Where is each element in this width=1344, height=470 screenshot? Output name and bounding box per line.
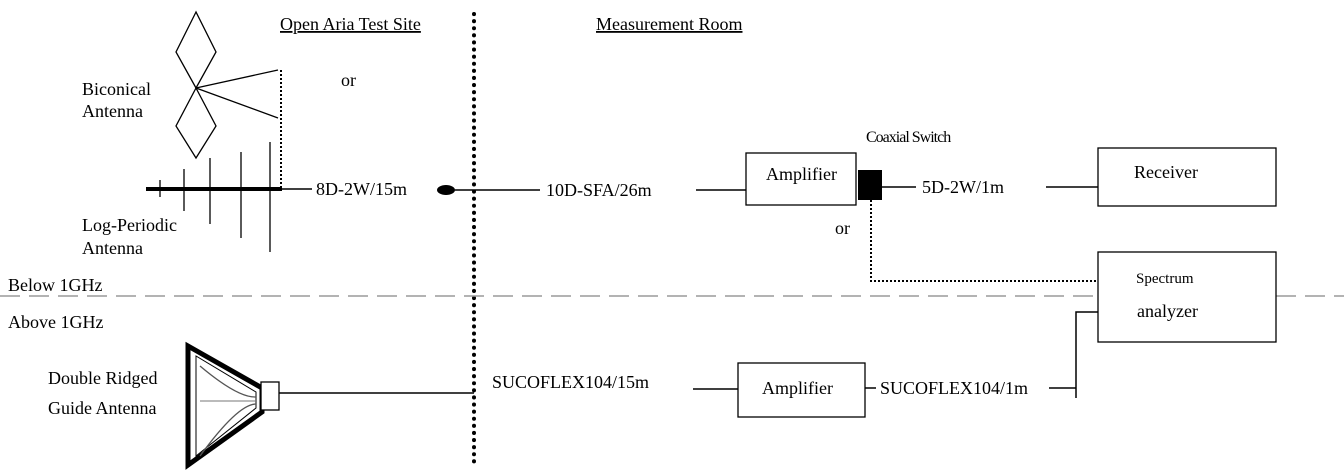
amplifier-bottom-box [737,362,866,418]
cable-5d-2w-label: 5D-2W/1m [922,177,1004,197]
below-1ghz-label: Below 1GHz [8,275,102,295]
double-ridged-horn-antenna-icon [185,341,280,470]
cable-connector-icon [437,185,455,195]
log-periodic-antenna-label-line1: Log-Periodic [82,215,177,235]
receiver-box [1097,147,1277,207]
biconical-antenna-icon [175,10,279,160]
horn-antenna-label-line2: Guide Antenna [48,398,156,418]
spectrum-alt-path-dotted [870,200,1098,282]
amplifier-top-label: Amplifier [766,164,837,184]
switch-or-label: or [835,218,850,238]
biconical-antenna-label-line2: Antenna [82,101,143,121]
spectrum-analyzer-box [1097,251,1277,343]
spectrum-analyzer-label-line1: Spectrum [1136,271,1194,287]
receiver-label: Receiver [1134,162,1198,182]
cable-sucoflex-15m-label: SUCOFLEX104/15m [492,372,649,392]
spectrum-analyzer-label-line2: analyzer [1137,301,1198,321]
cable-sucoflex-1m-label: SUCOFLEX104/1m [880,378,1028,398]
section-open-area-heading: Open Aria Test Site [280,14,421,34]
cable-8d-2w-label: 8D-2W/15m [316,179,407,199]
cable-10d-sfa-label: 10D-SFA/26m [546,180,652,200]
coaxial-switch-label: Coaxial Switch [866,129,951,146]
log-periodic-antenna-icon [146,142,282,252]
amplifier-bottom-label: Amplifier [762,378,833,398]
amplifier-top-box [745,152,857,206]
horn-antenna-label-line1: Double Ridged [48,368,158,388]
coaxial-switch-icon [858,170,882,200]
section-measurement-room-heading: Measurement Room [596,14,742,34]
log-periodic-antenna-label-line2: Antenna [82,238,143,258]
above-1ghz-label: Above 1GHz [8,312,103,332]
biconical-antenna-label-line1: Biconical [82,79,151,99]
antenna-or-label: or [341,70,356,90]
spectrum-analyzer-feed-line [1075,311,1098,398]
